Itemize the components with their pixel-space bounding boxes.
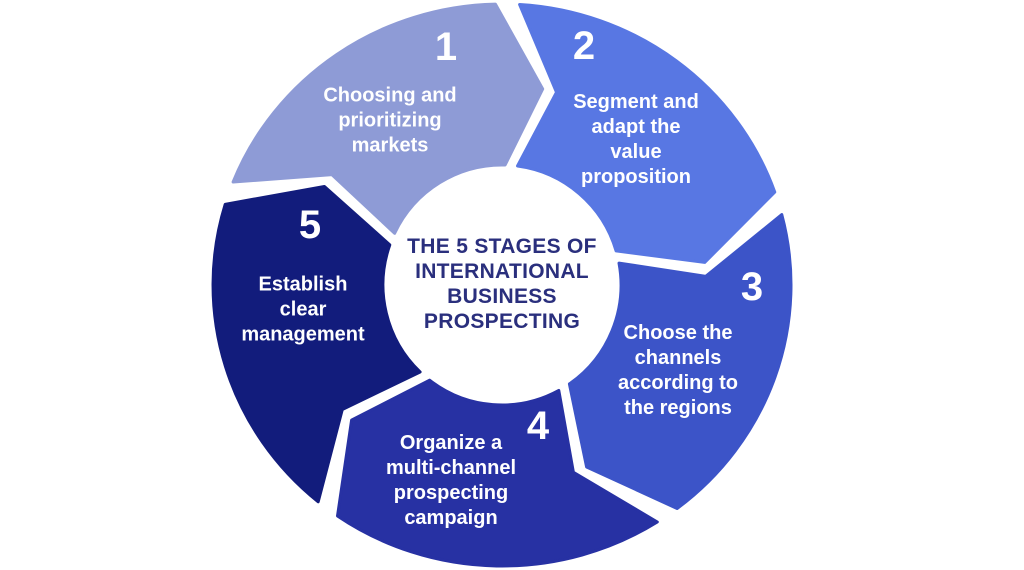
- segment-4-label: Organize a multi-channel prospecting cam…: [385, 432, 516, 529]
- segment-2-shape: [516, 3, 777, 264]
- center-title: THE 5 STAGES OF INTERNATIONAL BUSINESS P…: [407, 235, 597, 333]
- segment-4-shape: [336, 378, 659, 568]
- segment-3-number: 3: [740, 265, 764, 309]
- segment-5-number: 5: [298, 203, 322, 247]
- segment-3-shape: [567, 213, 793, 510]
- segment-5-shape: [211, 185, 422, 504]
- segment-2-label: Segment and adapt the value proposition: [573, 91, 699, 188]
- segment-1-shape: [231, 2, 545, 235]
- segment-1-label: Choosing and prioritizing markets: [323, 84, 457, 157]
- segment-4-number: 4: [526, 404, 550, 448]
- segment-5-label: Establish clear management: [241, 273, 365, 346]
- segment-3-label: Choose the channels according to the reg…: [617, 322, 738, 419]
- segment-2-number: 2: [572, 24, 596, 68]
- segment-1-number: 1: [434, 25, 458, 69]
